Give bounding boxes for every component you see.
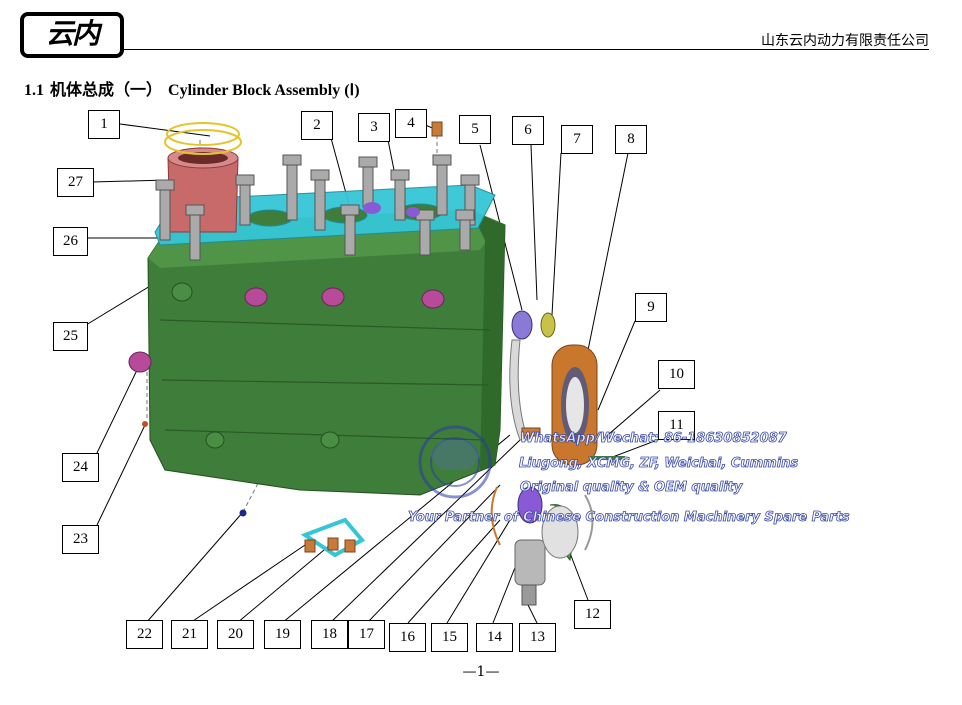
block-end-face (470, 210, 505, 470)
cylinder-liner (167, 157, 239, 233)
callout-13: 13 (519, 623, 556, 652)
small-plug-22 (239, 509, 247, 517)
callout-4: 4 (395, 109, 427, 138)
small-plug-23 (142, 421, 148, 427)
section-cn-title: 机体总成（一） (50, 82, 163, 99)
callout-1: 1 (88, 110, 120, 139)
seal-ring-right (584, 494, 594, 551)
company-name: 山东云内动力有限责任公司 (761, 33, 929, 49)
section-number: 1.1 (24, 82, 44, 99)
callout-10: 10 (658, 360, 695, 389)
callout-18: 18 (311, 620, 348, 649)
water-pump-pulley (541, 505, 579, 559)
callout-6: 6 (512, 116, 544, 145)
callout-25: 25 (53, 322, 88, 351)
head-bolts (155, 154, 480, 261)
watermark-line-2: Liugong, XCMG, ZF, Weichai, Cummins (519, 456, 799, 472)
pump-body (514, 539, 546, 586)
bearing-seals (511, 310, 556, 340)
callout-5: 5 (459, 115, 491, 144)
small-plug (431, 121, 443, 137)
header-rule (124, 49, 929, 50)
watermark-line-3: Original quality & OEM quality (520, 480, 743, 496)
liner-seal-rings (164, 122, 242, 155)
callout-16: 16 (389, 623, 426, 652)
watermark-line-1: WhatsApp/Wechat: 86-18630852087 (520, 431, 788, 447)
small-bolt (521, 427, 541, 437)
section-title: 1.1 机体总成（一） Cylinder Block Assembly (Ⅰ) (24, 76, 366, 100)
callout-21: 21 (171, 620, 208, 649)
pump-outlet (521, 584, 537, 606)
callout-14: 14 (476, 623, 513, 652)
callout-26: 26 (53, 227, 88, 256)
watermark-stamp (418, 425, 492, 499)
front-cover-studs (304, 537, 356, 553)
oil-seal-purple (517, 486, 543, 524)
block-core-holes (244, 287, 445, 309)
section-en-title: Cylinder Block Assembly (Ⅰ) (168, 82, 360, 99)
block-bosses (171, 282, 340, 449)
purple-seal (363, 202, 381, 214)
rear-plate (509, 339, 529, 441)
callout-11: 11 (658, 411, 695, 440)
callout-27: 27 (57, 168, 94, 197)
callout-3: 3 (358, 113, 390, 142)
callout-12: 12 (574, 600, 611, 629)
callout-2: 2 (301, 111, 333, 140)
callout-15: 15 (431, 623, 468, 652)
callout-19: 19 (264, 620, 301, 649)
front-cover-gasket (300, 517, 366, 558)
purple-seal-2 (406, 207, 420, 217)
callout-22: 22 (126, 620, 163, 649)
seal-ring-left (490, 486, 501, 546)
callout-20: 20 (217, 620, 254, 649)
company-logo: 云内 (20, 12, 124, 58)
callout-23: 23 (62, 525, 99, 554)
core-plug (128, 351, 152, 373)
callout-17: 17 (348, 620, 385, 649)
page-number: —1— (462, 664, 500, 680)
callout-24: 24 (62, 453, 99, 482)
callout-9: 9 (635, 293, 667, 322)
callout-7: 7 (561, 125, 593, 154)
callout-8: 8 (615, 125, 647, 154)
watermark-line-4: Your Partner of Chinese Construction Mac… (408, 510, 850, 526)
